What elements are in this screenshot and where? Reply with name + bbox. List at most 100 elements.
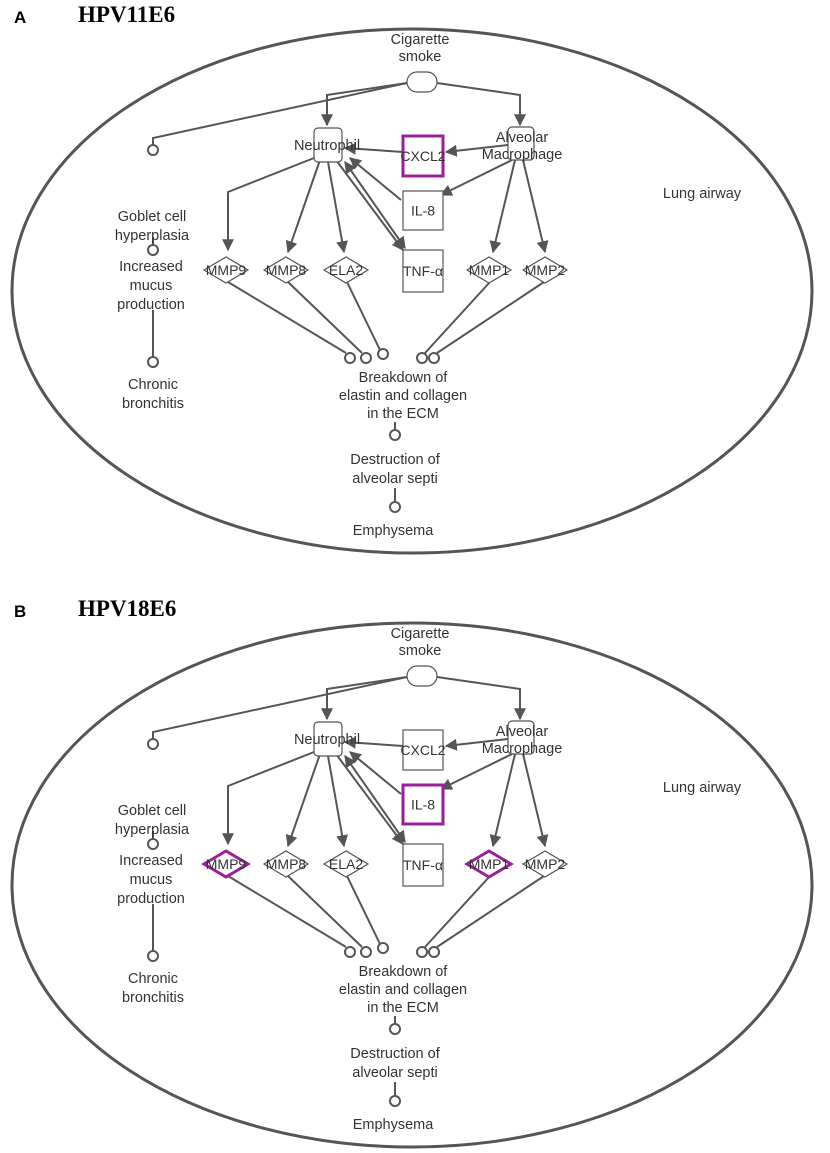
bronchitis-label-line-2: bronchitis <box>122 396 184 412</box>
macrophage-node <box>507 720 535 755</box>
edge-terminator <box>147 144 159 156</box>
pathway-edge <box>285 159 321 254</box>
edge-terminator <box>389 1023 401 1035</box>
pathway-edge <box>444 738 509 751</box>
mmp2-node <box>521 850 569 878</box>
cxcl2-node <box>402 729 444 771</box>
ela2-node <box>322 850 370 878</box>
breakdown-label-line-3: in the ECM <box>367 1000 439 1016</box>
neutrophil-node <box>313 127 343 163</box>
mucus-label-line-3: production <box>117 297 185 313</box>
pathway-edge <box>227 875 347 948</box>
edge-terminator <box>147 244 159 256</box>
pathway-edge <box>436 875 545 948</box>
pathway-edge <box>327 755 349 848</box>
il8-label: IL-8 <box>411 797 435 813</box>
tnf-label: TNF-α <box>403 263 443 279</box>
stimulus-label-line-2: smoke <box>399 643 442 659</box>
mmp1-node <box>465 256 513 284</box>
pathway-edge <box>222 157 315 252</box>
pathway-edge <box>327 161 349 254</box>
tnf-node <box>402 249 444 293</box>
panel-title: HPV18E6 <box>78 596 176 621</box>
pathway-edge <box>424 875 491 948</box>
destruction-label-line-2: alveolar septi <box>352 1065 437 1081</box>
edge-terminator <box>360 352 372 364</box>
macrophage-label-line-1: Alveolar <box>496 724 549 740</box>
breakdown-label-line-1: Breakdown of <box>359 370 449 386</box>
macrophage-label-line-2: Macrophage <box>482 147 563 163</box>
cigarette-smoke-node <box>406 665 438 687</box>
ela2-label: ELA2 <box>329 856 363 872</box>
mucus-label-line-2: mucus <box>130 872 173 888</box>
pathway-edge <box>335 159 404 251</box>
tnf-label: TNF-α <box>403 857 443 873</box>
mmp1-label: MMP1 <box>469 262 510 278</box>
lung-airway-compartment <box>10 27 814 555</box>
edge-terminator <box>147 950 159 962</box>
mmp8-label: MMP8 <box>266 262 307 278</box>
emphysema-label-line-1: Emphysema <box>353 1117 435 1133</box>
edge-terminator <box>344 946 356 958</box>
edge-terminator <box>389 1095 401 1107</box>
pathway-edge <box>346 875 381 945</box>
cxcl2-node <box>401 134 445 178</box>
pathway-edge <box>344 161 406 249</box>
il8-label: IL-8 <box>411 203 435 219</box>
edge-terminator <box>377 348 389 360</box>
mmp2-label: MMP2 <box>525 856 566 872</box>
il8-node <box>402 190 444 231</box>
edge-terminator <box>389 429 401 441</box>
mmp9-label: MMP9 <box>206 262 247 278</box>
edge-terminator <box>416 946 428 958</box>
breakdown-label-line-2: elastin and collagen <box>339 388 467 404</box>
cxcl2-label: CXCL2 <box>400 742 445 758</box>
stimulus-label-line-2: smoke <box>399 49 442 65</box>
mmp9-label: MMP9 <box>206 856 247 872</box>
mmp1-label: MMP1 <box>469 856 510 872</box>
mucus-label-line-1: Increased <box>119 853 183 869</box>
pathway-edge <box>436 676 526 721</box>
pathway-edge <box>222 751 315 846</box>
breakdown-label-line-1: Breakdown of <box>359 964 449 980</box>
pathway-edge <box>152 82 408 150</box>
macrophage-label-line-2: Macrophage <box>482 741 563 757</box>
mmp8-label: MMP8 <box>266 856 307 872</box>
lung-airway-compartment <box>10 621 814 1149</box>
edge-terminator <box>147 838 159 850</box>
bronchitis-label-line-1: Chronic <box>128 971 178 987</box>
destruction-label-line-1: Destruction of <box>350 452 440 468</box>
region-label: Lung airway <box>663 186 742 202</box>
edge-terminator <box>428 352 440 364</box>
pathway-edge <box>436 281 545 354</box>
mmp2-label: MMP2 <box>525 262 566 278</box>
pathway-edge <box>343 736 404 749</box>
panel-letter: B <box>14 602 26 621</box>
mmp9-node <box>202 256 250 284</box>
pathway-edge <box>227 281 347 354</box>
region-label: Lung airway <box>663 780 742 796</box>
edge-terminator <box>389 501 401 513</box>
panel-title: HPV11E6 <box>78 2 175 27</box>
pathway-edge <box>346 281 381 351</box>
pathway-edge <box>439 753 513 790</box>
il8-node <box>401 783 445 826</box>
pathway-edge <box>285 753 321 848</box>
ela2-node <box>322 256 370 284</box>
pathway-edge <box>287 875 363 948</box>
mmp9-node <box>201 849 251 879</box>
edge-terminator <box>360 946 372 958</box>
pathway-edge <box>424 281 491 354</box>
pathway-edge <box>321 82 408 127</box>
destruction-label-line-2: alveolar septi <box>352 471 437 487</box>
tnf-node <box>402 843 444 887</box>
pathway-edge <box>344 755 406 843</box>
neutrophil-node <box>313 721 343 757</box>
goblet-label-line-1: Goblet cell <box>118 803 187 819</box>
destruction-label-line-1: Destruction of <box>350 1046 440 1062</box>
pathway-edge <box>287 281 363 354</box>
goblet-label-line-1: Goblet cell <box>118 209 187 225</box>
pathway-edge <box>522 159 549 254</box>
